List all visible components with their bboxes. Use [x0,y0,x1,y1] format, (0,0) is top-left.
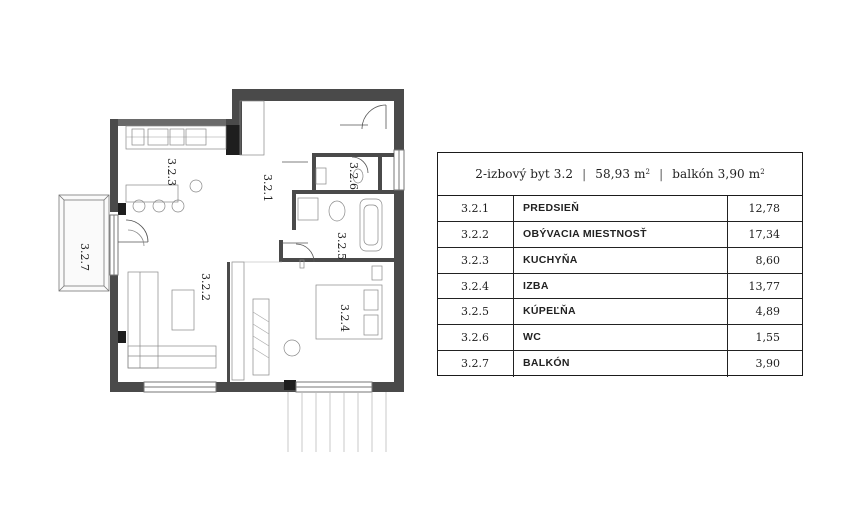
legend-row: 3.2.3 KUCHYŇA 8,60 [438,247,802,274]
room-area: 12,78 [748,202,781,215]
interior-walls [227,153,394,382]
room-label-3-2-6: 3.2.6 [347,162,360,190]
room-label-3-2-2: 3.2.2 [199,273,212,301]
room-area: 17,34 [748,227,781,241]
legend-rows: 3.2.1 PREDSIEŇ 12,78 3.2.2 OBÝVACIA MIES… [438,196,802,377]
room-code: 3.2.3 [438,247,514,273]
room-label-3-2-5: 3.2.5 [335,232,348,260]
legend-row: 3.2.7 BALKÓN 3,90 [438,351,802,377]
legend-header: 2-izbový byt 3.2|58,93 m2|balkón 3,90 m2 [438,153,802,196]
room-name: WC [514,325,728,351]
kitchen [125,100,265,213]
legend-row: 3.2.2 OBÝVACIA MIESTNOSŤ 17,34 [438,221,802,248]
apartment-type: 2-izbový byt 3.2 [475,167,574,181]
room-name: IZBA [514,273,728,299]
room-code: 3.2.1 [438,196,514,221]
room-label-3-2-3: 3.2.3 [165,158,178,186]
room-area: 4,89 [755,305,781,319]
room-area: 3,90 [755,357,781,371]
room-code: 3.2.4 [438,273,514,299]
balcony-area: balkón 3,90 m [672,167,761,181]
room-name: PREDSIEŇ [514,196,728,221]
legend-row: 3.2.4 IZBA 13,77 [438,273,802,300]
separator: | [582,167,587,181]
room-label-3-2-4: 3.2.4 [338,304,351,332]
legend-row: 3.2.1 PREDSIEŇ 12,78 [438,196,802,222]
legend-row: 3.2.5 KÚPEĽŇA 4,89 [438,299,802,326]
apartment-area: 58,93 m [595,167,646,181]
terrace-lines [287,392,387,452]
room-area: 13,77 [748,279,781,293]
outer-walls [110,89,404,392]
area-unit-sup: 2 [645,168,651,176]
room-legend-table: 2-izbový byt 3.2|58,93 m2|balkón 3,90 m2… [437,152,803,377]
room-code: 3.2.6 [438,325,514,351]
room-area: 8,60 [755,253,781,267]
room-label-3-2-1: 3.2.1 [261,174,274,202]
room-code: 3.2.2 [438,221,514,247]
balcony-unit-sup: 2 [760,168,765,176]
room-name: OBÝVACIA MIESTNOSŤ [514,221,728,247]
room-label-3-2-7: 3.2.7 [78,243,91,271]
living-furniture [127,261,245,381]
room-area: 1,55 [755,331,781,345]
bathroom-fixtures [297,167,383,252]
columns [118,125,296,390]
room-name: KÚPEĽŇA [514,299,728,325]
separator: | [659,167,664,181]
bedroom-furniture [252,259,383,376]
windows [109,149,405,393]
room-code: 3.2.5 [438,299,514,325]
room-name: KUCHYŇA [514,247,728,273]
room-code: 3.2.7 [438,351,514,377]
room-name: BALKÓN [514,351,728,377]
legend-row: 3.2.6 WC 1,55 [438,325,802,352]
balcony [58,194,110,292]
doors [118,104,387,263]
